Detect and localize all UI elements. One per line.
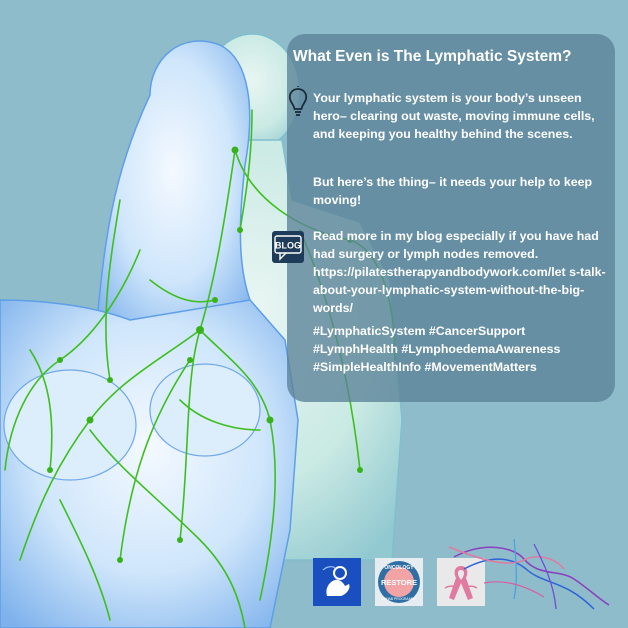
restore-logo-top-text: ONCOLOGY <box>384 565 414 571</box>
info-card: What Even is The Lymphatic System? Your … <box>272 34 615 402</box>
hashtags-paragraph: #LymphaticSystem #CancerSupport #LymphHe… <box>313 324 561 374</box>
blog-speech-icon: BLOG <box>272 231 304 263</box>
intro-paragraph: Your lymphatic system is your body’s uns… <box>313 91 595 141</box>
restore-logo-main-text: RESTORE <box>381 578 417 587</box>
hand-logo-icon <box>313 558 361 606</box>
lymph-lines-icon <box>448 539 610 610</box>
help-paragraph: But here’s the thing– it needs your help… <box>313 175 593 207</box>
lightbulb-icon <box>288 86 308 116</box>
pink-ribbon-icon <box>437 558 485 606</box>
restore-logo-bottom-text: REHAB PROGRAMME <box>381 597 417 601</box>
card-title: What Even is The Lymphatic System? <box>293 48 572 65</box>
restore-logo-icon: ONCOLOGY RESTORE REHAB PROGRAMME <box>375 558 423 606</box>
blog-icon-label: BLOG <box>275 241 301 251</box>
blog-paragraph: Read more in my blog especially if you h… <box>313 229 606 315</box>
front-figure <box>0 40 299 628</box>
